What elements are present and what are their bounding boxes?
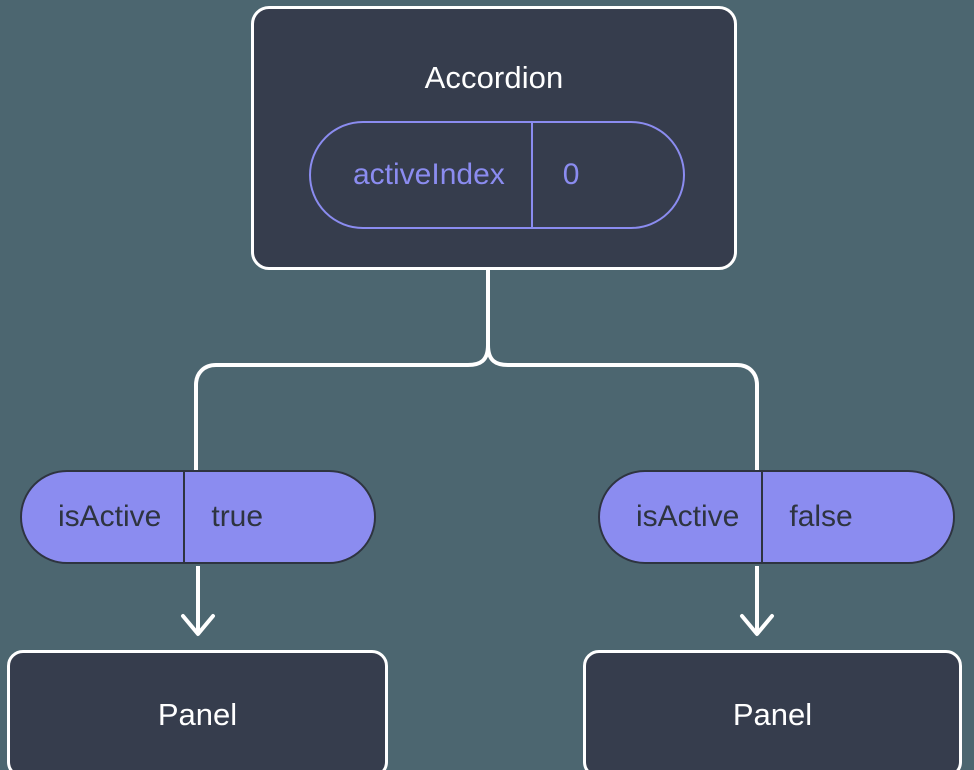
state-pill-value: 0 [530, 123, 620, 227]
accordion-title: Accordion [424, 60, 564, 95]
arrow-head-right [740, 614, 774, 636]
accordion-component-node[interactable]: Accordion activeIndex 0 [251, 6, 737, 270]
accordion-title-wrap: Accordion [425, 62, 564, 93]
prop-pill-key-left: isActive [58, 500, 162, 533]
state-pill-active-index[interactable]: activeIndex 0 [309, 121, 685, 229]
prop-pill-key-right: isActive [636, 500, 740, 533]
panel-label-left: Panel [157, 696, 238, 732]
connector-branch-right [486, 344, 759, 470]
arrow-head-left [181, 614, 215, 636]
panel-node-left[interactable]: Panel [7, 650, 388, 770]
connector-branch-left [194, 344, 490, 470]
prop-pill-is-active-false[interactable]: isActive false [598, 470, 955, 564]
panel-node-right[interactable]: Panel [583, 650, 962, 770]
prop-pill-value-right: false [761, 472, 886, 562]
state-pill-key: activeIndex [353, 158, 505, 191]
prop-pill-is-active-true[interactable]: isActive true [20, 470, 376, 564]
prop-pill-value-left: true [183, 472, 297, 562]
panel-label-right: Panel [732, 696, 813, 732]
